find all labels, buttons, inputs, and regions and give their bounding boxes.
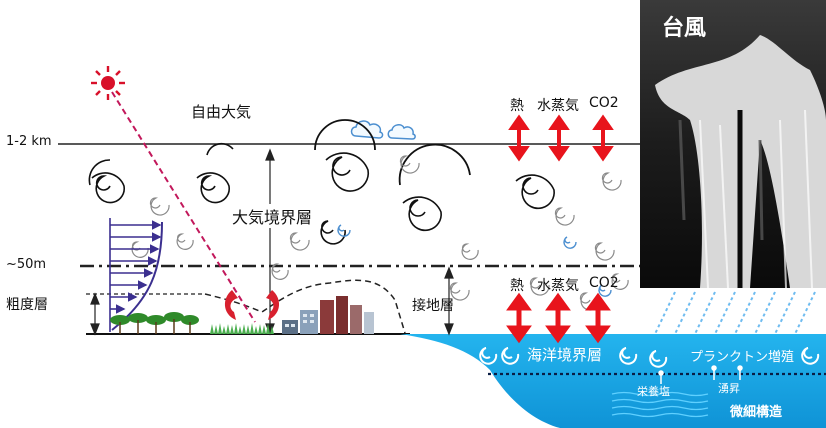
upper-flux-vapor: 水蒸気	[537, 98, 579, 114]
upwelling-label: 湧昇	[718, 382, 740, 395]
lower-flux-vapor: 水蒸気	[537, 278, 579, 294]
altitude-mid-label: ~50m	[6, 257, 47, 272]
forest-canopy	[110, 312, 199, 334]
typhoon-label: 台風	[662, 16, 707, 41]
altitude-top-label: 1-2 km	[6, 134, 52, 149]
nutrient-salts-label: 栄養塩	[637, 385, 670, 398]
atmospheric-boundary-layer-label: 大気境界層	[232, 204, 313, 228]
city-buildings	[282, 296, 374, 334]
upper-flux-co2: CO2	[589, 95, 619, 111]
upwelling-markers	[658, 365, 743, 384]
typhoon-image	[640, 0, 826, 289]
canopy-eddy-icons	[224, 290, 280, 320]
rain-streaks	[654, 291, 816, 335]
turbulent-eddies	[88, 119, 555, 245]
upper-flux-arrows	[508, 114, 614, 162]
blue-eddy-icons	[337, 224, 612, 297]
lower-flux-arrows	[506, 292, 611, 344]
microstructure-waves	[611, 391, 709, 418]
roughness-layer-label: 粗度層	[6, 297, 48, 313]
wind-profile-arrows	[110, 220, 162, 314]
canopy-outline	[204, 279, 406, 334]
dimension-arrows	[90, 148, 454, 336]
plankton-growth-label: プランクトン増殖	[690, 350, 795, 365]
upper-flux-heat: 熱	[510, 98, 524, 114]
ocean-boundary-layer-label: 海洋境界層	[527, 346, 603, 364]
solar-radiation-ray	[111, 91, 256, 323]
grass-field	[210, 323, 274, 334]
free-atmosphere-label: 自由大気	[191, 103, 252, 121]
lower-flux-heat: 熱	[510, 278, 524, 294]
surface-layer-label: 接地層	[412, 298, 454, 314]
sun-icon	[91, 66, 125, 100]
ocean-eddy-icons	[479, 347, 820, 368]
microstructure-label: 微細構造	[730, 405, 783, 420]
lower-flux-co2: CO2	[589, 275, 619, 291]
